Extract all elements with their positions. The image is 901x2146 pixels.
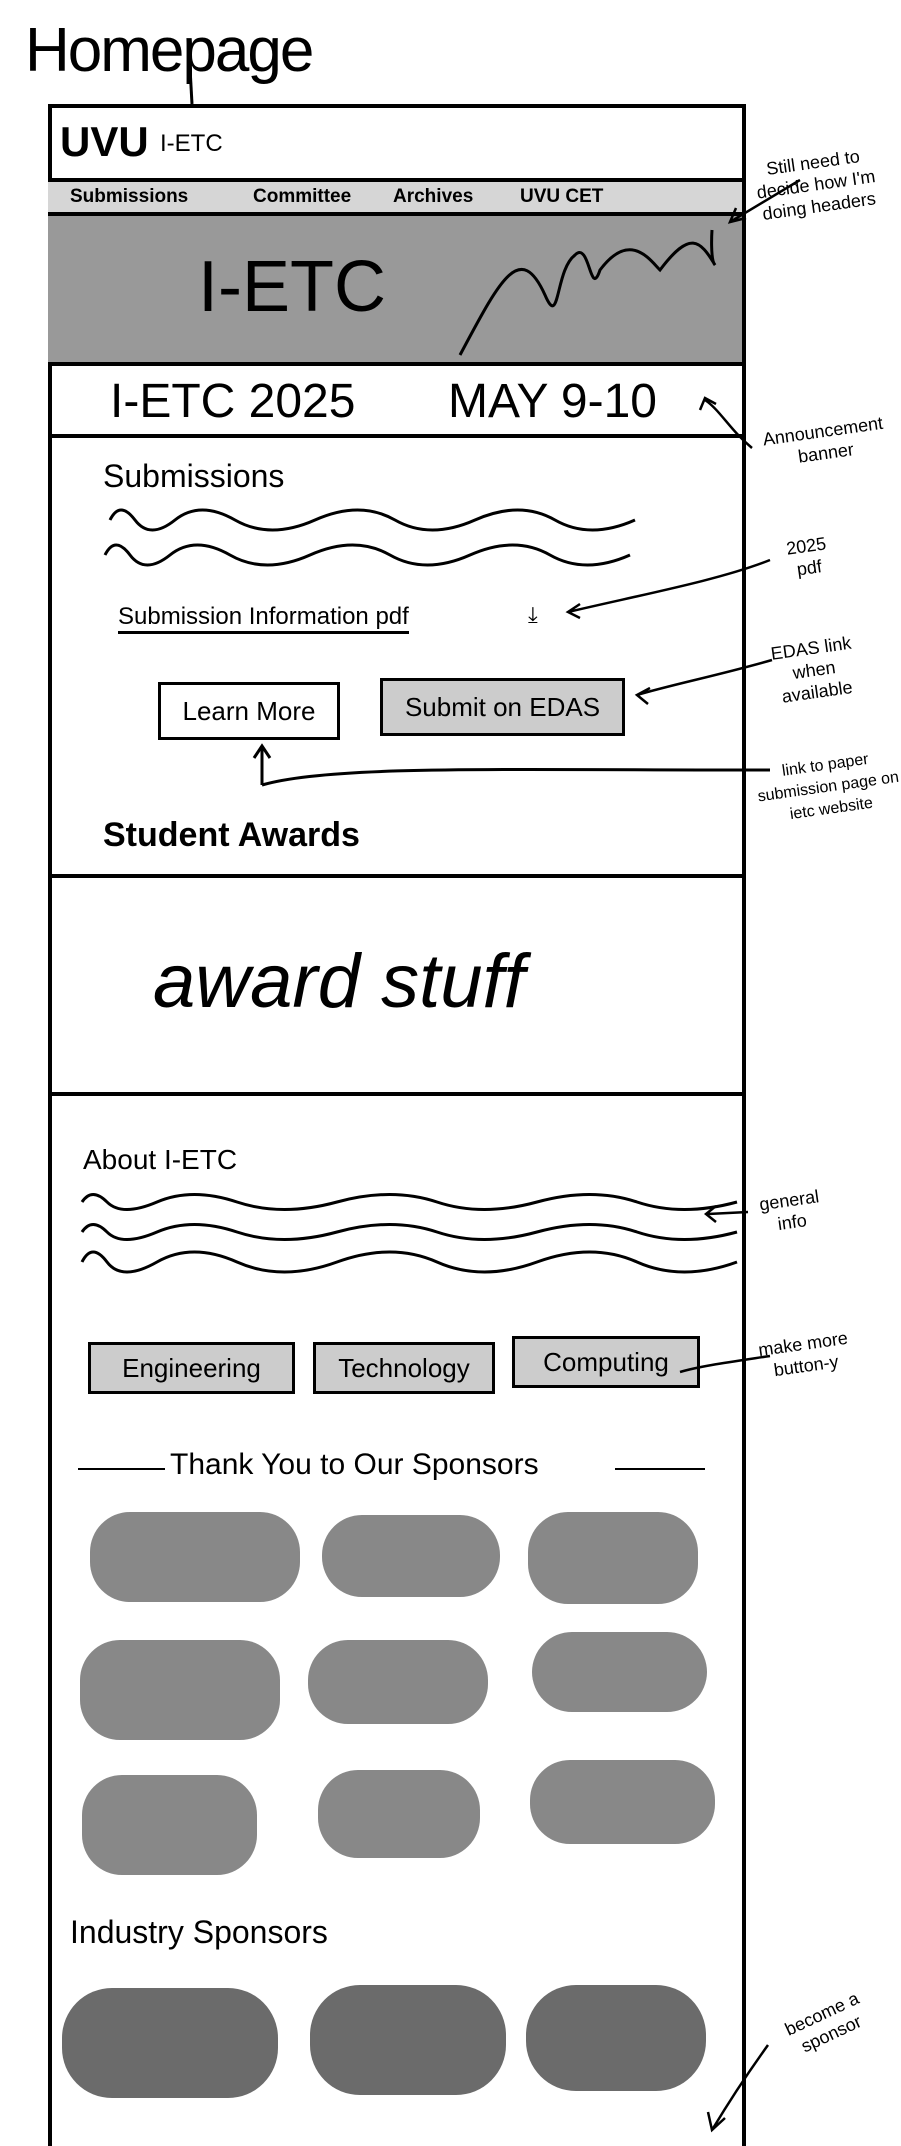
nav-submissions[interactable]: Submissions bbox=[70, 186, 189, 207]
technology-button[interactable]: Technology bbox=[313, 1342, 495, 1394]
sponsor-logo[interactable] bbox=[532, 1632, 707, 1712]
awards-section: award stuff bbox=[48, 874, 742, 1094]
industry-sponsor-logo[interactable] bbox=[526, 1985, 706, 2091]
sponsors-heading: Thank You to Our Sponsors bbox=[170, 1448, 539, 1481]
nav-uvu-cet[interactable]: UVU CET bbox=[520, 186, 604, 207]
divider-right bbox=[615, 1468, 705, 1470]
about-heading: About I-ETC bbox=[83, 1144, 238, 1175]
sponsor-logo[interactable] bbox=[530, 1760, 715, 1844]
annotation-sponsor: become a sponsor bbox=[781, 1988, 865, 2057]
sponsor-logo[interactable] bbox=[308, 1640, 488, 1724]
hero-banner: I-ETC bbox=[48, 212, 742, 364]
annotation-learn-more: link to paper submission page on ietc we… bbox=[756, 750, 900, 824]
sponsor-logo[interactable] bbox=[318, 1770, 480, 1858]
download-icon[interactable]: ⤓ bbox=[528, 602, 538, 627]
industry-sponsors-heading: Industry Sponsors bbox=[70, 1914, 328, 1950]
industry-sponsor-logo[interactable] bbox=[310, 1985, 506, 2095]
annotation-announcement: Announcement banner bbox=[761, 412, 885, 467]
submission-pdf-link[interactable]: Submission Information pdf bbox=[118, 603, 409, 634]
announcement-dates: MAY 9-10 bbox=[448, 375, 657, 428]
nav-committee[interactable]: Committee bbox=[253, 186, 352, 207]
computing-button[interactable]: Computing bbox=[512, 1336, 700, 1388]
annotation-buttons: make more button-y bbox=[757, 1327, 850, 1381]
industry-sponsor-logo[interactable] bbox=[62, 1988, 278, 2098]
learn-more-button[interactable]: Learn More bbox=[158, 682, 340, 740]
submissions-section: Submissions Submission Information pdf ⤓… bbox=[48, 434, 742, 874]
sponsor-logo[interactable] bbox=[80, 1640, 280, 1740]
sponsor-logo[interactable] bbox=[90, 1512, 300, 1602]
submit-edas-button[interactable]: Submit on EDAS bbox=[380, 678, 625, 736]
student-awards-heading: Student Awards bbox=[103, 816, 360, 854]
sponsor-logo[interactable] bbox=[82, 1775, 257, 1875]
page-title: Homepage bbox=[25, 16, 314, 85]
sponsor-logo[interactable] bbox=[528, 1512, 698, 1604]
about-section: About I-ETC Engineering Technology Compu… bbox=[48, 1092, 742, 2146]
engineering-button[interactable]: Engineering bbox=[88, 1342, 295, 1394]
banner-title: I-ETC bbox=[198, 247, 386, 327]
annotation-pdf: 2025 pdf bbox=[784, 533, 828, 580]
divider-left bbox=[78, 1468, 165, 1470]
annotation-about: general info bbox=[758, 1186, 821, 1235]
site-header: UVU I-ETC bbox=[48, 104, 742, 178]
announcement-event: I-ETC 2025 bbox=[110, 375, 356, 428]
site-name[interactable]: I-ETC bbox=[160, 130, 223, 157]
nav-archives[interactable]: Archives bbox=[393, 186, 474, 207]
submissions-heading: Submissions bbox=[103, 458, 285, 494]
nav-bar: Submissions Committee Archives UVU CET bbox=[48, 178, 742, 214]
annotation-headers: Still need to decide how I'm doing heade… bbox=[755, 146, 877, 224]
sponsor-logo[interactable] bbox=[322, 1515, 500, 1597]
announcement-banner: I-ETC 2025 MAY 9-10 bbox=[48, 362, 742, 436]
awards-placeholder: award stuff bbox=[153, 939, 525, 1024]
annotation-edas: EDAS link when available bbox=[769, 632, 854, 707]
uvu-logo[interactable]: UVU bbox=[60, 118, 149, 165]
